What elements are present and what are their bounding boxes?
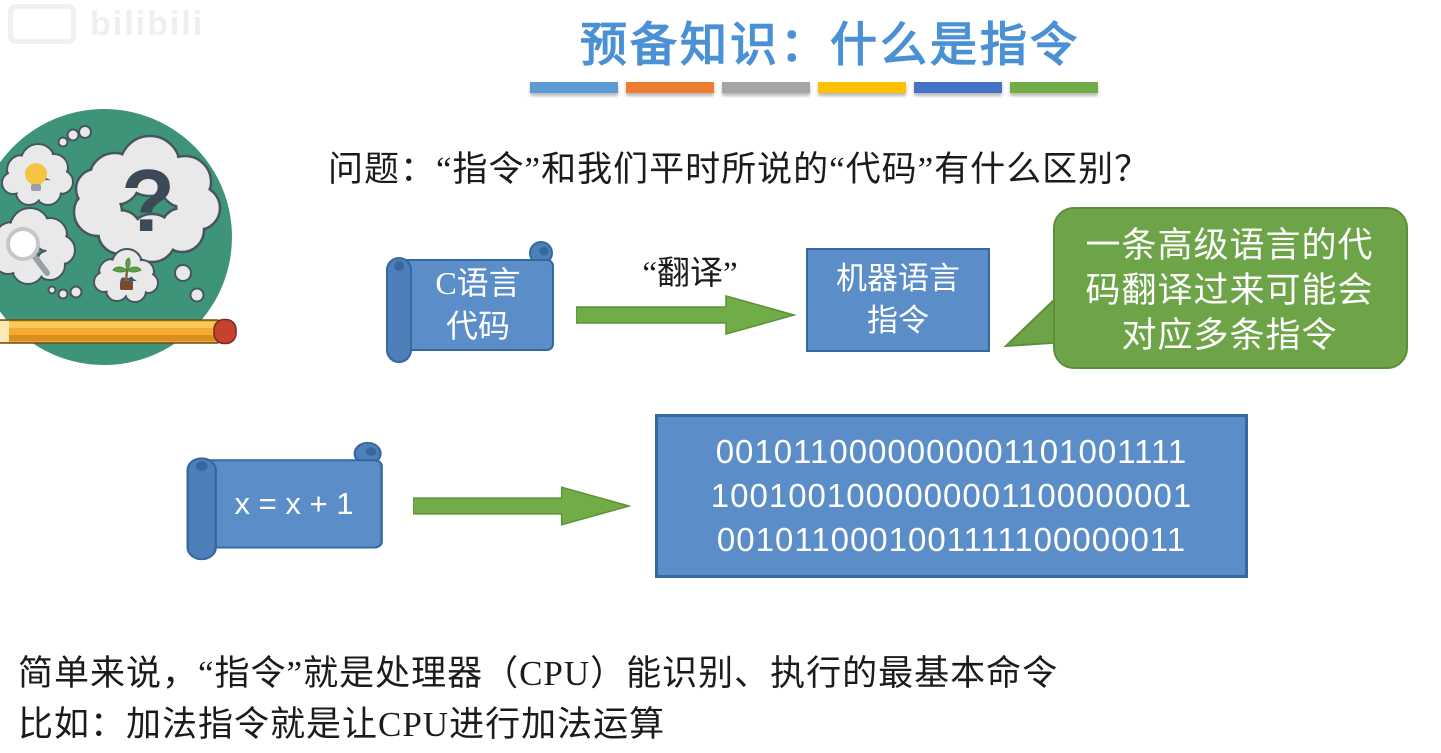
machine-code-box: 0010110000000001101001111 10010010000000… (655, 414, 1248, 578)
divider-bar (626, 82, 714, 93)
bubble-trail (47, 285, 83, 300)
slide-title: 预备知识：什么是指令 (580, 20, 1080, 72)
translate-arrow-label: “翻译” (642, 256, 738, 292)
divider-bar (818, 82, 906, 93)
callout-text: 一条高级语言的代 码翻译过来可能会 对应多条指令 (1085, 225, 1374, 355)
callout-bubble-shape (1003, 207, 1408, 369)
machine-code-line: 1001001000000001100000001 (710, 477, 1193, 514)
example-code-label: x = x + 1 (234, 485, 354, 521)
divider-bar (1010, 82, 1098, 93)
pencil-icon (0, 318, 237, 345)
palm-cloud (93, 248, 159, 303)
title-divider-bars (530, 82, 1098, 93)
lightbulb-icon (25, 163, 47, 185)
c-code-label: C语言 代码 (435, 265, 521, 344)
machine-code-line: 0010110001001111100000011 (716, 521, 1187, 558)
magnifier-cloud (0, 207, 76, 285)
divider-bar (914, 82, 1002, 93)
machine-code-line: 0010110000000001101001111 (715, 433, 1188, 470)
tv-logo-icon (8, 4, 76, 44)
question-mark-icon: ? (121, 151, 175, 250)
question-text: 问题：“指令”和我们平时所说的“代码”有什么区别？ (328, 150, 1151, 189)
machine-language-box: 机器语言 指令 (806, 248, 990, 352)
bubble-trail (174, 264, 205, 303)
thought-cloud-icon: ? (72, 134, 222, 264)
video-watermark: bilibili (8, 4, 204, 44)
example-code-scroll-shape (186, 441, 383, 561)
compile-arrow-icon (413, 486, 631, 526)
watermark-site-name: bilibili (90, 4, 205, 43)
lightbulb-cloud (1, 143, 74, 206)
c-code-scroll-shape (386, 241, 554, 363)
bubble-trail (57, 125, 92, 148)
translate-arrow-icon (576, 295, 796, 335)
divider-bar (530, 82, 618, 93)
divider-bar (722, 82, 810, 93)
summary-line-1: 简单来说，“指令”就是处理器（CPU）能识别、执行的最基本命令 (18, 654, 1059, 693)
summary-line-2: 比如：加法指令就是让CPU进行加法运算 (18, 705, 666, 744)
thinking-illustration: ? (0, 109, 237, 365)
palm-plant-icon (112, 257, 142, 290)
magnifier-icon (6, 227, 50, 276)
